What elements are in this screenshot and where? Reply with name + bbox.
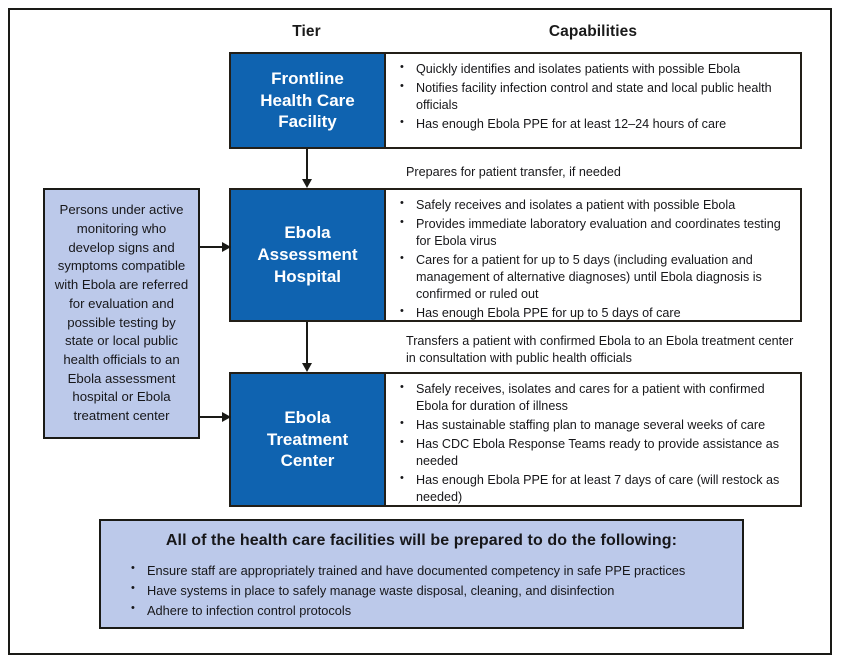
tier-label-treatment: Ebola Treatment Center (231, 374, 386, 505)
common-requirements-box: All of the health care facilities will b… (99, 519, 744, 629)
transition-label-2: Transfers a patient with confirmed Ebola… (406, 334, 794, 365)
capability-item: Notifies facility infection control and … (394, 79, 790, 113)
common-requirement-item: Have systems in place to safely manage w… (117, 581, 726, 599)
tier-label-line: Frontline (271, 68, 344, 88)
capability-item: Provides immediate laboratory evaluation… (394, 215, 790, 249)
transition-label-1: Prepares for patient transfer, if needed (406, 165, 621, 179)
arrow-right-icon-persons-tier2 (222, 242, 231, 252)
capability-item: Has enough Ebola PPE for at least 12–24 … (394, 115, 790, 133)
arrow-right-icon-persons-tier3 (222, 412, 231, 422)
diagram-canvas: Tier Capabilities Frontline Health Care … (10, 10, 830, 653)
capability-item: Safely receives and isolates a patient w… (394, 196, 790, 214)
figure-frame: Tier Capabilities Frontline Health Care … (8, 8, 832, 655)
connector-line-persons-tier3 (200, 416, 224, 418)
tier-label-line: Hospital (273, 266, 342, 286)
tier-label-line: Treatment (266, 429, 349, 449)
capabilities-list: Quickly identifies and isolates patients… (394, 60, 790, 133)
arrow-down-icon-tier2-tier3 (302, 363, 312, 372)
capability-item: Has CDC Ebola Response Teams ready to pr… (394, 435, 790, 469)
connector-line-tier2-tier3 (306, 322, 308, 364)
tier-label-line: Ebola (284, 407, 331, 427)
arrow-down-icon-tier1-tier2 (302, 179, 312, 188)
capabilities-list: Safely receives, isolates and cares for … (394, 380, 790, 506)
capability-item: Has sustainable staffing plan to manage … (394, 416, 790, 434)
tier-label-line: Assessment (257, 245, 358, 265)
tier-row-frontline: Frontline Health Care Facility Quickly i… (229, 52, 802, 149)
common-requirement-item: Adhere to infection control protocols (117, 601, 726, 619)
tier-label-frontline: Frontline Health Care Facility (231, 54, 386, 147)
tier-label-line: Center (280, 451, 335, 471)
capabilities-cell-assessment: Safely receives and isolates a patient w… (386, 190, 800, 320)
capabilities-cell-treatment: Safely receives, isolates and cares for … (386, 374, 800, 505)
persons-under-monitoring-box: Persons under active monitoring who deve… (43, 188, 200, 439)
tier-label-line: Health Care (260, 90, 355, 110)
column-header-capabilities: Capabilities (548, 23, 638, 40)
column-header-tier: Tier (292, 23, 321, 40)
capability-item: Has enough Ebola PPE for up to 5 days of… (394, 304, 790, 322)
capability-item: Has enough Ebola PPE for at least 7 days… (394, 471, 790, 505)
capabilities-cell-frontline: Quickly identifies and isolates patients… (386, 54, 800, 147)
tier-label-line: Ebola (284, 223, 331, 243)
tier-row-treatment: Ebola Treatment Center Safely receives, … (229, 372, 802, 507)
tier-row-assessment: Ebola Assessment Hospital Safely receive… (229, 188, 802, 322)
connector-line-tier1-tier2 (306, 149, 308, 180)
capability-item: Cares for a patient for up to 5 days (in… (394, 251, 790, 302)
capability-item: Safely receives, isolates and cares for … (394, 380, 790, 414)
common-requirements-title: All of the health care facilities will b… (165, 532, 678, 549)
common-requirement-item: Ensure staff are appropriately trained a… (117, 561, 726, 579)
tier-label-line: Facility (278, 112, 337, 132)
capabilities-list: Safely receives and isolates a patient w… (394, 196, 790, 322)
common-requirements-list: Ensure staff are appropriately trained a… (117, 561, 726, 619)
connector-line-persons-tier2 (200, 246, 224, 248)
tier-label-assessment: Ebola Assessment Hospital (231, 190, 386, 320)
capability-item: Quickly identifies and isolates patients… (394, 60, 790, 78)
persons-under-monitoring-text: Persons under active monitoring who deve… (54, 202, 189, 424)
